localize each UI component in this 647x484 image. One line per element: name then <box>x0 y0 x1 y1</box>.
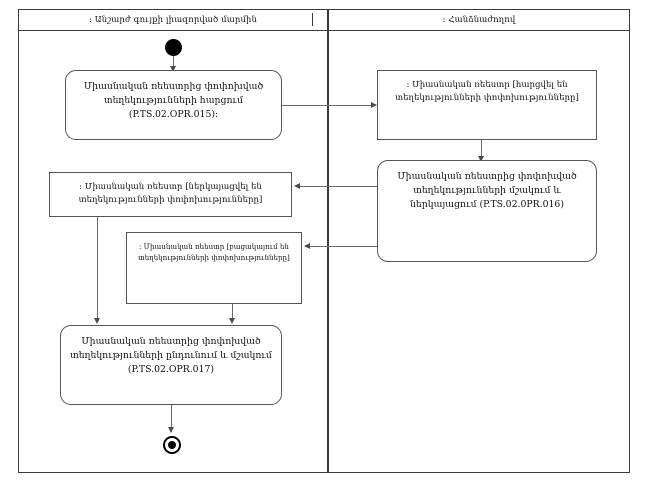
edge-objpresented-to-action017-arrowhead <box>94 318 100 324</box>
edge-action015-to-objrequested <box>282 105 374 106</box>
object-node-requested-label: : Միասնական ռեեստր [հարցվել են տեղեկությ… <box>395 80 579 103</box>
edge-action017-to-final <box>171 405 172 432</box>
edge-action015-to-objrequested-arrowhead <box>371 102 377 108</box>
object-node-requested[interactable]: : Միասնական ռեեստր [հարցվել են տեղեկությ… <box>377 70 597 140</box>
swimlane-left-title: : Անշարժ գույքի լիազորված մարմին <box>88 15 258 25</box>
swimlane-header-left: : Անշարժ գույքի լիազորված մարմին <box>18 9 328 31</box>
edge-objpresented-to-action017 <box>97 217 98 321</box>
action-node-opr016[interactable]: Միասնական ռեեստրից փոփոխված տեղեկություն… <box>377 160 597 262</box>
edge-action016-to-objabsent-arrowhead <box>304 243 310 249</box>
action-node-opr015[interactable]: Միասնական ռեեստրից փոփոխված տեղեկություն… <box>65 70 282 140</box>
object-node-presented[interactable]: : Միասնական ռեեստր [ներկայացվել են տեղեկ… <box>49 172 292 217</box>
edge-action016-to-objabsent <box>307 246 377 247</box>
action-node-opr016-label: Միասնական ռեեստրից փոփոխված տեղեկություն… <box>397 171 577 210</box>
edge-initial-to-action015 <box>173 56 174 69</box>
edge-action017-to-final-arrowhead <box>168 427 174 433</box>
edge-action016-to-objpresented <box>297 186 377 187</box>
final-node <box>163 436 181 454</box>
action-node-opr015-label: Միասնական ռեեստրից փոփոխված տեղեկություն… <box>83 81 264 120</box>
edge-objrequested-to-action016 <box>481 140 482 159</box>
action-node-opr017-label: Միասնական ռեեստրից փոփոխված տեղեկություն… <box>70 336 272 375</box>
lane-header-tick <box>312 13 313 26</box>
action-node-opr017[interactable]: Միասնական ռեեստրից փոփոխված տեղեկություն… <box>60 325 282 405</box>
edge-objabsent-to-action017 <box>232 304 233 321</box>
swimlane-right-title: : Հանձնաժողով <box>442 15 516 25</box>
object-node-absent[interactable]: : Միասնական ռեեստր [բացակայում են տեղեկո… <box>126 232 302 304</box>
object-node-absent-label: : Միասնական ռեեստր [բացակայում են տեղեկո… <box>138 242 290 262</box>
initial-node <box>165 39 182 56</box>
edge-initial-to-action015-arrowhead <box>170 66 176 72</box>
edge-action016-to-objpresented-arrowhead <box>294 183 300 189</box>
object-node-presented-label: : Միասնական ռեեստր [ներկայացվել են տեղեկ… <box>78 182 263 205</box>
edge-objabsent-to-action017-arrowhead <box>229 318 235 324</box>
edge-objrequested-to-action016-arrowhead <box>478 156 484 162</box>
swimlane-header-right: : Հանձնաժողով <box>328 9 630 31</box>
